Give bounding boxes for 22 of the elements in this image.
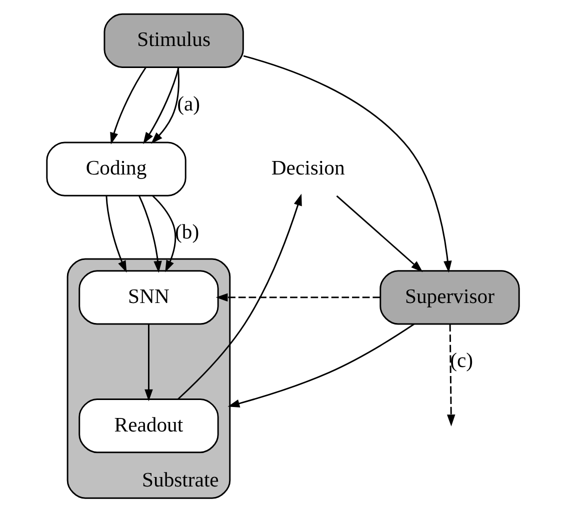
arrow <box>446 324 455 426</box>
node-box: Supervisor <box>379 270 520 325</box>
arrow <box>152 195 176 272</box>
arrow <box>177 194 302 400</box>
edge-label: (c) <box>450 350 473 372</box>
node-box: Coding <box>46 142 186 196</box>
node-box: Stimulus <box>103 13 244 68</box>
arrow <box>144 324 152 402</box>
arrow <box>105 196 126 273</box>
arrow <box>150 68 179 144</box>
edge-label: (b) <box>174 222 199 244</box>
node-box: SNN <box>78 270 218 325</box>
arrow <box>110 67 146 144</box>
arrow <box>336 195 422 272</box>
arrow <box>138 196 162 273</box>
arrow <box>142 67 179 144</box>
arrow <box>227 324 414 408</box>
edge-label: (a) <box>176 93 200 116</box>
node-text: Decision <box>270 157 344 180</box>
node-box: Readout <box>78 398 218 454</box>
arrow <box>242 55 452 273</box>
arrow <box>215 293 380 302</box>
